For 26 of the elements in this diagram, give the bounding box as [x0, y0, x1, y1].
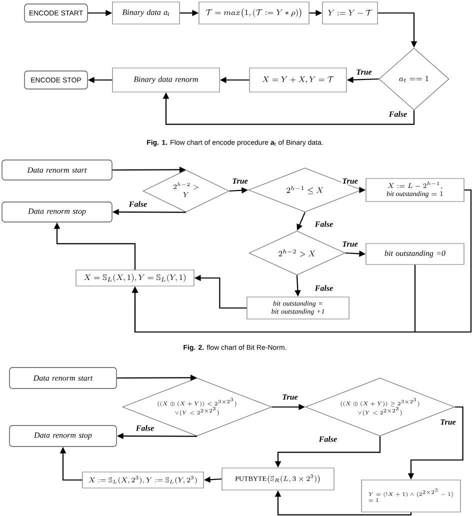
- terminal-box: Data renorm start: [2, 160, 112, 180]
- process-box: $X = Y + X, Y = \mathcal{T}$: [249, 68, 347, 92]
- process-box: $\begin{array}{c}X := L - 2^{h-1},\\ \mathit{bit\ outstanding} = 1\end{array}$: [366, 178, 464, 202]
- process-box: $X := \mathbb{S}_L(X, 2^3), Y := \mathbb{S}_L(Y, 2^3)$: [82, 472, 204, 488]
- process-box: bit outstanding =0: [366, 243, 464, 265]
- edge-label: True: [355, 68, 373, 76]
- edge-label: False: [314, 220, 334, 228]
- edge-label: True: [231, 177, 249, 185]
- edge-label: True: [281, 393, 299, 401]
- edge-label: True: [341, 177, 359, 185]
- process-box: $\mathrm{PUTBYTE}\big(\mathbb{S}_R(L, 3\times 2^3)\big)$: [222, 468, 334, 490]
- process-box: $Y := Y - \mathcal{T}$: [322, 2, 378, 24]
- terminal-box: Data renorm start: [9, 367, 117, 389]
- edge-label: True: [439, 418, 457, 426]
- process-box: Binary data a$_{t}$: [112, 2, 180, 24]
- edge-label: False: [314, 284, 334, 292]
- process-box: $X = \mathbb{S}_L(X,1), Y = \mathbb{S}_L(Y,1)$: [76, 270, 194, 286]
- process-box: $\begin{array}{l}Y = (!X + 1) \wedge \big(2^{2\times 2^3} - 1\big)\\ = 1\end{array}$: [361, 480, 461, 512]
- edge-label: False: [134, 424, 156, 432]
- edge-label: False: [318, 435, 338, 443]
- terminal-box: Data renorm stop: [2, 202, 112, 222]
- edge-label: False: [388, 110, 408, 118]
- process-box: $\mathcal{T} = max\big(1, (\mathcal{T} := Y * \rho)\big)$: [198, 2, 310, 24]
- arrow: [132, 264, 416, 333]
- process-box: Binary data renorm: [112, 68, 220, 92]
- terminal-box: Data renorm stop: [9, 425, 117, 447]
